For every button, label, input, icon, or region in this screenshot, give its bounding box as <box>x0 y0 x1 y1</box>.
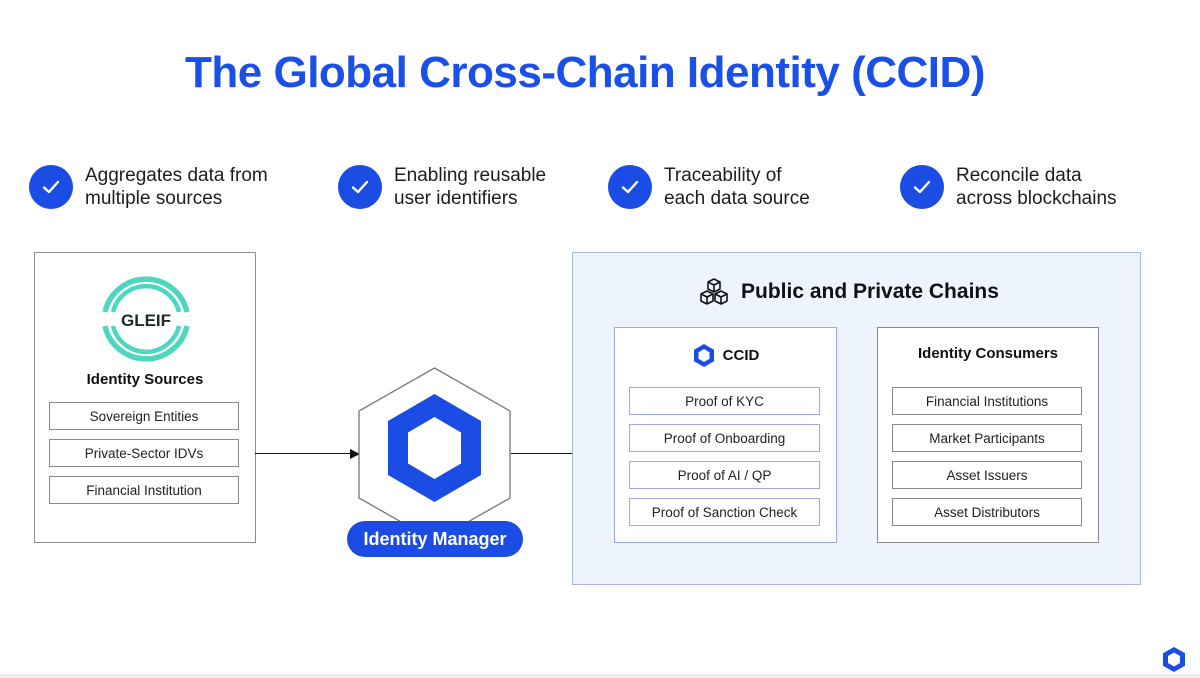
identity-source-item: Financial Institution <box>49 476 239 504</box>
check-icon <box>338 165 382 209</box>
gleif-logo-text: GLEIF <box>121 311 171 330</box>
ccid-proof-item: Proof of Onboarding <box>629 424 820 452</box>
feature-item: Enabling reusable user identifiers <box>338 164 546 210</box>
check-icon <box>29 165 73 209</box>
identity-consumer-item: Financial Institutions <box>892 387 1082 415</box>
flow-arrow-line <box>511 453 606 454</box>
chainlink-hexagon-icon <box>1162 646 1186 678</box>
chainlink-hexagon-icon <box>693 343 715 368</box>
arrow-head-icon <box>350 449 360 459</box>
identity-source-item: Sovereign Entities <box>49 402 239 430</box>
ccid-title: CCID <box>722 347 760 364</box>
feature-text: Reconcile data across blockchains <box>956 165 1117 209</box>
feature-text: Aggregates data from multiple sources <box>85 165 268 209</box>
check-icon <box>608 165 652 209</box>
chains-header: Public and Private Chains <box>699 277 999 307</box>
feature-item: Aggregates data from multiple sources <box>29 164 268 210</box>
feature-text: Enabling reusable user identifiers <box>394 165 547 209</box>
identity-consumer-item: Market Participants <box>892 424 1082 452</box>
check-icon <box>900 165 944 209</box>
ccid-header: CCID <box>614 343 838 368</box>
gleif-logo: GLEIF <box>97 270 195 368</box>
identity-consumer-item: Asset Distributors <box>892 498 1082 526</box>
chains-title: Public and Private Chains <box>741 280 999 303</box>
identity-source-item: Private-Sector IDVs <box>49 439 239 467</box>
page-title: The Global Cross-Chain Identity (CCID) <box>185 48 985 97</box>
identity-consumer-item: Asset Issuers <box>892 461 1082 489</box>
feature-item: Traceability of each data source <box>608 164 810 210</box>
ccid-proof-item: Proof of KYC <box>629 387 820 415</box>
cubes-icon <box>699 277 729 307</box>
identity-manager-label: Identity Manager <box>347 521 523 557</box>
chainlink-hexagon-icon <box>388 394 481 502</box>
flow-arrow-line <box>255 453 350 454</box>
footer-divider <box>0 674 1200 678</box>
identity-consumers-title: Identity Consumers <box>917 345 1059 362</box>
ccid-proof-item: Proof of AI / QP <box>629 461 820 489</box>
identity-sources-title: Identity Sources <box>86 371 204 388</box>
feature-text: Traceability of each data source <box>664 165 810 209</box>
identity-manager-node <box>357 367 512 542</box>
ccid-proof-item: Proof of Sanction Check <box>629 498 820 526</box>
feature-item: Reconcile data across blockchains <box>900 164 1117 210</box>
